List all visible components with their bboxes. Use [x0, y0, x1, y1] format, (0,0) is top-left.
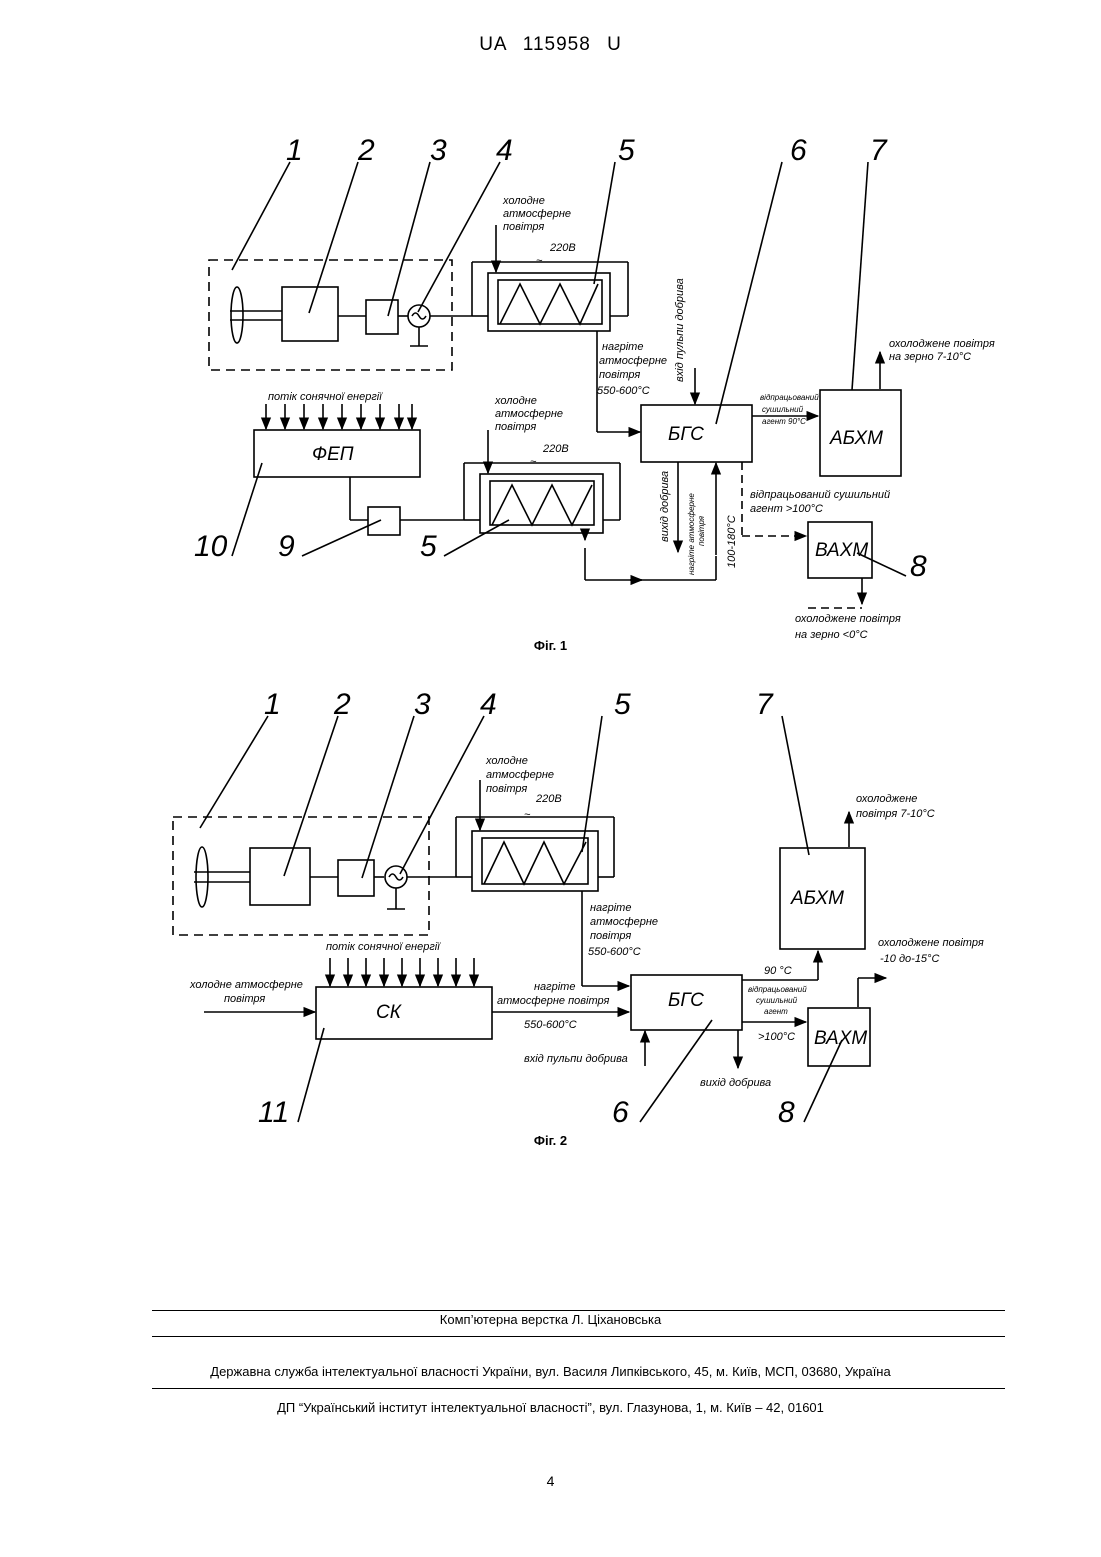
fig1-cold-air2-2: атмосферне [495, 408, 563, 420]
fig1-vahm-label: ВАХМ [815, 540, 868, 561]
fig1-ref-8: 8 [910, 550, 927, 583]
fig2-ref-2: 2 [333, 688, 351, 721]
office-address: Державна служба інтелектуальної власност… [0, 1364, 1101, 1379]
fig1-spent-100-2: агент >100°С [750, 503, 823, 515]
fig1-spent-100-1: відпрацьований сушильний [750, 489, 890, 501]
fig2-cold-air-3: повітря [486, 783, 527, 795]
fig2-spent-1: відпрацьований [748, 985, 807, 994]
fig2-ac-symbol: ~ [524, 809, 531, 821]
fig2-cooled-10-15-1: охолоджене повітря [878, 937, 984, 949]
fig1-ref-4: 4 [496, 134, 513, 167]
fig1-ref-7: 7 [870, 134, 888, 167]
fig2-ref-3: 3 [414, 688, 431, 721]
fig1-temp-100-180: 100-180°С [726, 515, 738, 568]
fig2-heated-air-2: атмосферне [590, 916, 658, 928]
fig1-ref-9: 9 [278, 530, 295, 563]
fig1-ref-1: 1 [286, 134, 303, 167]
fig2-ref-4: 4 [480, 688, 497, 721]
fig2-ref-5: 5 [614, 688, 631, 721]
page-number: 4 [0, 1473, 1101, 1489]
fig2-cold-air-in-1: холодне атмосферне [189, 979, 303, 991]
fig1-heated-air-3: повітря [599, 369, 640, 381]
fig1-spent-90-2: сушильний [762, 405, 804, 414]
fig2-spent-3: агент [764, 1007, 788, 1016]
figure-1-caption: Фіг. 1 [0, 638, 1101, 653]
fig2-heated-air-1: нагріте [590, 902, 631, 914]
footer-rule-bottom [152, 1388, 1005, 1389]
fig2-ref-6: 6 [612, 1096, 629, 1129]
fig2-cooled-7-10-2: повітря 7-10°С [856, 808, 935, 820]
fig1-cold-air-2: атмосферне [503, 208, 571, 220]
institute-address: ДП “Український інститут інтелектуальної… [0, 1400, 1101, 1415]
fig2-ref-11: 11 [258, 1096, 289, 1129]
fig2-bgs-label: БГС [668, 990, 704, 1011]
fig1-voltage-2: 220В [542, 443, 569, 455]
fig2-heated-sk-2: атмосферне повітря [497, 995, 609, 1007]
fig1-spent-90-1: відпрацьований [760, 393, 819, 402]
fig2-cold-air-2: атмосферне [486, 769, 554, 781]
fig2-cooled-7-10-1: охолоджене [856, 793, 917, 805]
fig1-abhm-label: АБХМ [829, 428, 883, 449]
fig1-ref-6: 6 [790, 134, 807, 167]
fig1-cooled-7-10-2: на зерно 7-10°С [889, 351, 971, 363]
fig1-ref-2: 2 [357, 134, 375, 167]
fig2-vahm-label: ВАХМ [814, 1028, 867, 1049]
fig1-ref-3: 3 [430, 134, 447, 167]
fig2-voltage: 220В [535, 793, 562, 805]
fig1-cold-air-3: повітря [503, 221, 544, 233]
fig1-pulp-input: вхід пульпи добрива [674, 278, 686, 382]
fig1-heated-air-4: 550-600°С [597, 385, 650, 397]
fig2-temp-100: >100°С [758, 1031, 795, 1043]
fig2-abhm-label: АБХМ [790, 888, 844, 909]
fig1-spent-90-3: агент 90°С [762, 417, 806, 426]
fig2-fert-output: вихід добрива [700, 1077, 771, 1089]
fig2-sk-label: СК [376, 1002, 403, 1023]
footer-rule-top [152, 1310, 1005, 1311]
fig1-cooled-0-1: охолоджене повітря [795, 613, 901, 625]
fig1-ref-10: 10 [194, 530, 228, 563]
fig1-heated-air-1: нагріте [602, 341, 643, 353]
fig1-heated-air-small-2: повітря [697, 515, 706, 546]
fig1-bgs-label: БГС [668, 424, 704, 445]
fig1-cooled-7-10-1: охолоджене повітря [889, 338, 995, 350]
fig2-heated-air-3: повітря [590, 930, 631, 942]
fig1-cold-air2-1: холодне [494, 395, 537, 407]
figure-2-diagram: 1 2 3 4 5 7 11 6 8 холодне атмосферне по… [0, 672, 1101, 1152]
fig2-cold-air-1: холодне [485, 755, 528, 767]
fig1-ac-symbol-2: ~ [530, 456, 537, 468]
typesetting-credit: Комп’ютерна верстка Л. Ціхановська [0, 1312, 1101, 1327]
fig2-ref-1: 1 [264, 688, 281, 721]
fig2-cooled-10-15-2: -10 до-15°С [880, 953, 939, 965]
figure-2-caption: Фіг. 2 [0, 1133, 1101, 1148]
figure-1-diagram: 1 2 3 4 5 6 7 5 9 10 8 холодне атмосферн… [0, 0, 1101, 640]
fig2-heated-air-4: 550-600°С [588, 946, 641, 958]
fig1-solar-flow: потік сонячної енергії [268, 391, 383, 403]
fig1-fert-output: вихід добрива [659, 471, 671, 542]
fig2-ref-8: 8 [778, 1096, 795, 1129]
fig1-ac-symbol: ~ [536, 255, 543, 267]
fig2-spent-2: сушильний [756, 996, 798, 1005]
fig2-solar-flow: потік сонячної енергії [326, 941, 441, 953]
fig2-pulp-input: вхід пульпи добрива [524, 1053, 628, 1065]
footer-rule-middle [152, 1336, 1005, 1337]
fig1-ref-5b: 5 [420, 530, 437, 563]
fig2-heated-sk-3: 550-600°С [524, 1019, 577, 1031]
fig1-heated-air-small-1: нагріте атмосферне [687, 493, 696, 575]
fig2-ref-7: 7 [756, 688, 774, 721]
fig1-fep-label: ФЕП [312, 444, 354, 465]
fig1-heated-air-2: атмосферне [599, 355, 667, 367]
fig1-cold-air-1: холодне [502, 195, 545, 207]
fig2-cold-air-in-2: повітря [224, 993, 265, 1005]
fig1-voltage: 220В [549, 242, 576, 254]
fig2-heated-sk-1: нагріте [534, 981, 575, 993]
fig1-ref-5: 5 [618, 134, 635, 167]
fig2-temp-90: 90 °С [764, 965, 792, 977]
fig1-cold-air2-3: повітря [495, 421, 536, 433]
